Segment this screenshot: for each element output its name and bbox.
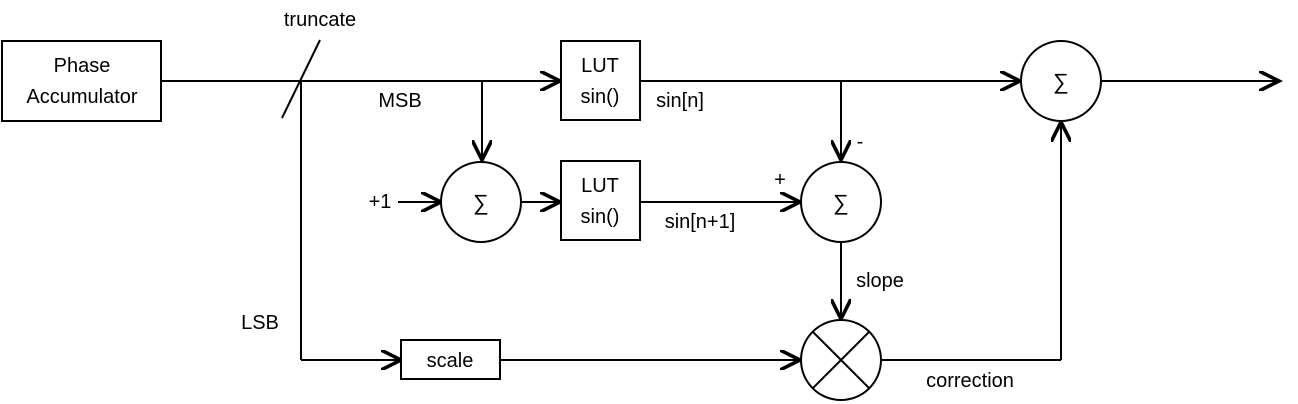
scale-label: scale bbox=[427, 350, 474, 372]
lut-mid-block bbox=[560, 160, 641, 241]
msb-label: MSB bbox=[378, 90, 421, 112]
plus-sign-label: + bbox=[774, 169, 786, 191]
output-adder-symbol: ∑ bbox=[1053, 69, 1069, 94]
increment-adder-symbol: ∑ bbox=[473, 190, 489, 215]
lut-top-label-line2: sin() bbox=[581, 86, 620, 108]
phase-accumulator-block bbox=[1, 40, 162, 122]
lut-top-label-line1: LUT bbox=[581, 55, 619, 77]
lut-mid-label-line2: sin() bbox=[581, 206, 620, 228]
correction-label: correction bbox=[926, 370, 1014, 392]
slope-label: slope bbox=[856, 270, 904, 292]
lut-top-block bbox=[560, 40, 641, 121]
slope-subtractor-symbol: ∑ bbox=[833, 190, 849, 215]
multiplier-cross-2 bbox=[812, 331, 870, 389]
lsb-label: LSB bbox=[241, 312, 279, 334]
phase-accumulator-label-line2: Accumulator bbox=[26, 86, 137, 108]
sin-n-label: sin[n] bbox=[656, 90, 704, 112]
truncate-label: truncate bbox=[284, 9, 356, 31]
sin-n1-label: sin[n+1] bbox=[665, 211, 736, 233]
phase-accumulator-label-line1: Phase bbox=[54, 55, 111, 77]
plus-one-label: +1 bbox=[369, 191, 392, 213]
truncate-slash bbox=[281, 39, 321, 119]
lut-mid-label-line1: LUT bbox=[581, 175, 619, 197]
scale-block bbox=[400, 339, 501, 380]
minus-sign-label: - bbox=[857, 131, 864, 153]
